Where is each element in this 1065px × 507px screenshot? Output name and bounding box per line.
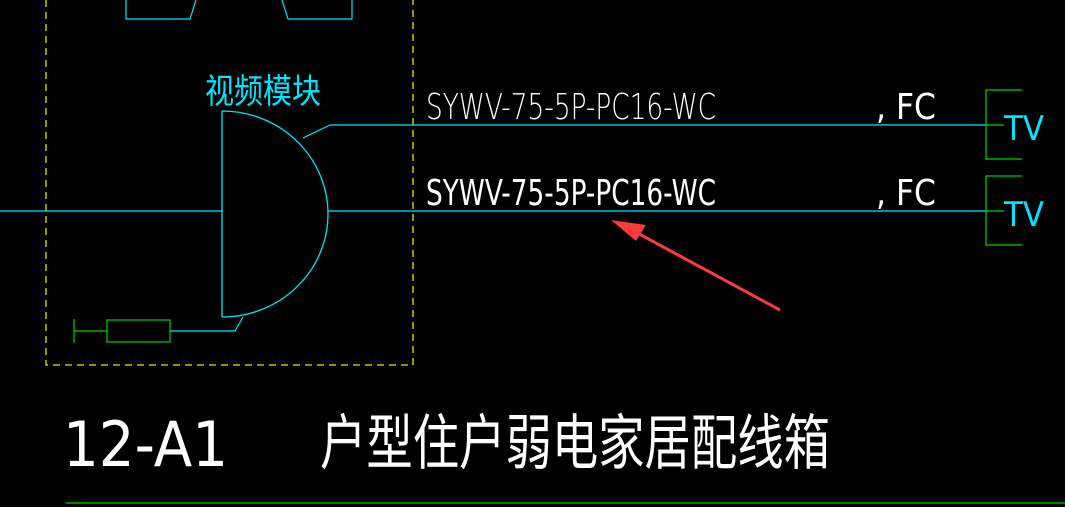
cable-label-1: SYWV-75-5P-PC16-WC [426,87,716,128]
top-cyan-shape-right [281,0,353,20]
cable-label-1-suffix: , FC [876,87,936,128]
splitter-symbol [221,110,329,318]
tv-outlet-2-bracket [985,175,1022,246]
annotation-arrow-head [611,220,646,241]
title-text: 户型住户弱电家居配线箱 [320,409,830,479]
tv-outlet-1-label: TV [1003,109,1044,149]
enclosure-dashed-border [45,0,414,366]
top-cyan-shape-left [125,0,197,20]
terminator-lead [170,316,244,332]
annotation-arrow-shaft [629,227,781,312]
cable-label-2-suffix: , FC [876,173,936,214]
video-module-label: 视频模块 [205,72,321,112]
output-line-1 [302,124,986,139]
cable-label-2: SYWV-75-5P-PC16-WC [426,173,716,214]
terminator-resistor [106,319,171,343]
tv-outlet-1-bracket [985,89,1022,160]
title-code: 12-A1 [63,408,228,481]
tv-outlet-2-label: TV [1003,195,1044,235]
